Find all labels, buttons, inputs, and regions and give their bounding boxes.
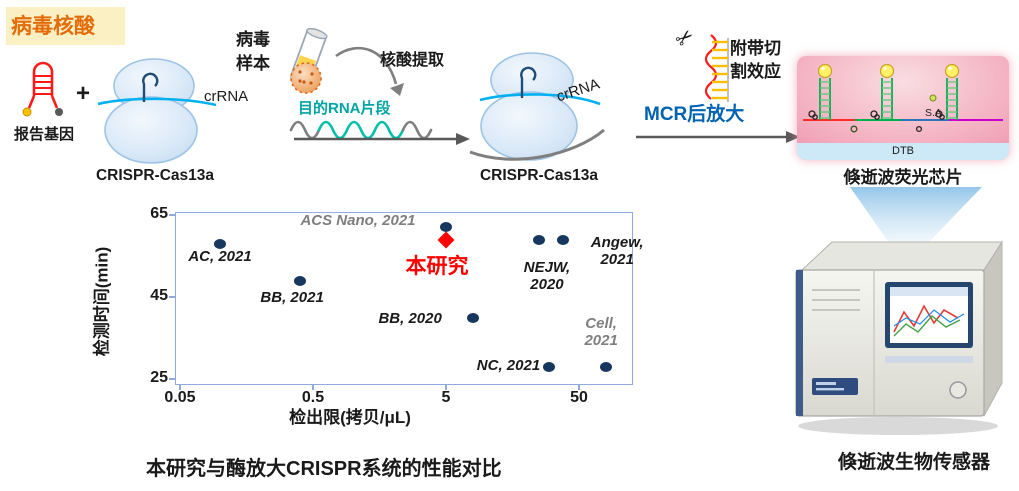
data-point — [557, 234, 570, 245]
data-point-label: NC, 2021 — [476, 356, 541, 374]
mcr-arrow-icon — [636, 131, 800, 143]
reporter-gene-label: 报告基因 — [13, 126, 74, 143]
extraction-label: 核酸提取 — [380, 52, 445, 69]
data-point-label: BB, 2020 — [378, 309, 442, 327]
chip-caption: 倏逝波荧光芯片 — [843, 168, 963, 187]
quencher-dot — [55, 108, 63, 116]
target-rna-label: 目的RNA片段 — [298, 100, 391, 117]
data-point — [532, 234, 545, 245]
crrna-hairpin — [142, 72, 159, 102]
cas13a-name-label: CRISPR-Cas13a — [95, 167, 215, 184]
y-axis-tick-mark — [169, 378, 175, 380]
crrna-strand — [479, 93, 601, 106]
x-axis-tick-label: 0.05 — [164, 389, 196, 406]
x-axis-tick-label: 50 — [570, 389, 588, 406]
x-axis-label: 检出限(拷贝/μL) — [289, 408, 411, 427]
sa-label: S.A — [925, 107, 942, 119]
light-funnel — [850, 187, 982, 247]
collateral-cleavage-label: 附带切 割效应 — [730, 39, 781, 81]
probe-ladder-icon — [935, 63, 960, 120]
target-rna-wave-icon — [289, 120, 433, 140]
test-tube-icon — [290, 27, 328, 94]
virus-sample-label: 病毒 样本 — [236, 30, 270, 73]
y-axis-label: 检测时间(min) — [92, 246, 112, 357]
fluorophore-dot — [22, 107, 32, 117]
x-axis-tick-mark — [312, 385, 314, 390]
instrument-screen — [885, 282, 973, 348]
biosensor-caption: 倏逝波生物传感器 — [837, 452, 990, 473]
crrna-strand — [97, 97, 217, 107]
figure-title: 病毒核酸 — [6, 7, 125, 45]
streptavidin-dot — [929, 94, 937, 102]
data-point — [600, 361, 613, 372]
cas13a-name-label: CRISPR-Cas13a — [479, 167, 599, 184]
y-axis-tick-mark — [169, 296, 175, 298]
x-axis-tick-label: 5 — [441, 389, 451, 406]
cas13a-complex-icon — [97, 58, 217, 164]
data-point — [467, 312, 480, 323]
target-rna-strand — [469, 128, 605, 161]
data-point — [543, 361, 556, 372]
cas13a-target-complex-icon — [469, 52, 605, 161]
reporter-hairpin-icon — [22, 61, 63, 117]
biosensor-photo — [795, 240, 1003, 435]
dtb-layer-label: DTB — [797, 143, 1009, 160]
fluorescence-chip: S.A DTB — [797, 56, 1009, 160]
x-axis-tick-mark — [445, 385, 447, 390]
data-point — [214, 238, 227, 249]
instrument-knob — [949, 381, 967, 399]
cleaved-reporter-icon — [704, 34, 729, 102]
data-point-label: NEJW, 2020 — [523, 258, 571, 293]
data-point-label: 本研究 — [405, 254, 469, 278]
y-axis-tick-label: 25 — [150, 369, 168, 386]
plus-sign: + — [76, 80, 91, 107]
data-point-label: AC, 2021 — [188, 247, 252, 265]
y-axis-tick-label: 45 — [150, 287, 168, 304]
data-point — [440, 222, 452, 233]
crrna-hairpin — [520, 66, 537, 98]
data-point-label: ACS Nano, 2021 — [300, 212, 416, 230]
x-axis-tick-label: 0.5 — [301, 389, 325, 406]
y-axis-tick-label: 65 — [150, 205, 168, 222]
data-point — [294, 275, 307, 286]
data-point-label: Cell, 2021 — [584, 314, 618, 349]
crrna-label: crRNA — [204, 88, 249, 105]
y-axis-tick-mark — [169, 214, 175, 216]
probe-ladder-icon — [808, 63, 833, 120]
x-axis-tick-mark — [578, 385, 580, 390]
chip-probes-art: S.A — [803, 63, 1003, 133]
rna-to-cas-arrow-icon — [294, 133, 470, 145]
x-axis-tick-mark — [179, 385, 181, 390]
data-point-label: BB, 2021 — [260, 288, 324, 306]
chart-caption: 本研究与酶放大CRISPR系统的性能对比 — [146, 458, 502, 480]
probe-ladder-icon — [870, 63, 895, 120]
data-point-label: Angew, 2021 — [590, 233, 644, 268]
mcr-amplification-label: MCR后放大 — [644, 104, 745, 125]
extraction-arrow-icon — [335, 46, 404, 96]
plot-area — [175, 212, 633, 385]
virus-particle-icon — [290, 62, 322, 94]
